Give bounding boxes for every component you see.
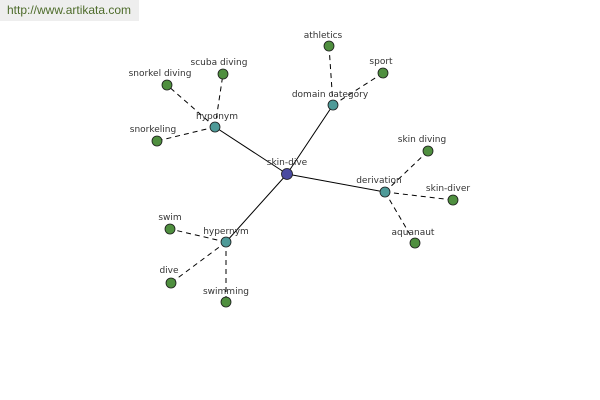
node-scuba-diving-dot[interactable] xyxy=(217,68,229,80)
node-domain-category-dot[interactable] xyxy=(327,99,339,111)
node-scuba-diving[interactable]: scuba diving xyxy=(191,58,248,80)
node-hyponym-dot[interactable] xyxy=(209,121,221,133)
edge-hyponym-to-snorkel-diving xyxy=(166,84,216,128)
edge-hypernym-to-swim xyxy=(169,228,227,243)
node-athletics-dot[interactable] xyxy=(323,40,335,52)
node-snorkel-diving-dot[interactable] xyxy=(161,79,173,91)
node-sport-label: sport xyxy=(369,57,393,67)
nodes-layer: skin-dive hyponym domain category derivatio… xyxy=(129,31,470,308)
node-skin-dive-dot[interactable] xyxy=(281,168,293,180)
node-swim[interactable]: swim xyxy=(158,213,182,235)
node-aquanaut-label: aquanaut xyxy=(392,228,435,238)
node-swim-label: swim xyxy=(158,213,181,223)
node-dive[interactable]: dive xyxy=(159,266,179,289)
node-hyponym[interactable]: hyponym xyxy=(196,112,238,133)
node-derivation-dot[interactable] xyxy=(379,186,391,198)
edge-hypernym-to-dive xyxy=(170,241,227,284)
edge-skin-dive-to-derivation xyxy=(286,173,386,193)
node-swim-dot[interactable] xyxy=(164,223,176,235)
edge-domain-category-to-athletics xyxy=(328,45,334,106)
node-hypernym-dot[interactable] xyxy=(220,236,232,248)
node-dive-label: dive xyxy=(159,266,179,276)
node-snorkeling-label: snorkeling xyxy=(130,125,176,135)
node-skin-diver-label: skin-diver xyxy=(426,184,470,194)
node-aquanaut[interactable]: aquanaut xyxy=(392,228,435,249)
node-swimming-dot[interactable] xyxy=(220,296,232,308)
node-snorkel-diving[interactable]: snorkel diving xyxy=(129,69,192,91)
node-dive-dot[interactable] xyxy=(165,277,177,289)
edge-domain-category-to-sport xyxy=(332,72,384,106)
node-swimming-label: swimming xyxy=(203,287,249,297)
node-domain-category[interactable]: domain category xyxy=(292,90,369,111)
edges-layer xyxy=(156,45,454,302)
node-skin-dive-label: skin-dive xyxy=(267,158,308,168)
node-hyponym-label: hyponym xyxy=(196,112,238,122)
node-skin-diving[interactable]: skin diving xyxy=(398,135,446,157)
edge-derivation-to-skin-diving xyxy=(384,150,429,193)
node-derivation[interactable]: derivation xyxy=(356,176,402,198)
edge-skin-dive-to-hyponym xyxy=(214,126,288,175)
node-skin-diver-dot[interactable] xyxy=(447,194,459,206)
node-domain-category-label: domain category xyxy=(292,90,369,100)
node-hypernym[interactable]: hypernym xyxy=(203,227,249,248)
node-sport-dot[interactable] xyxy=(377,67,389,79)
node-scuba-diving-label: scuba diving xyxy=(191,58,248,68)
node-skin-diving-dot[interactable] xyxy=(422,145,434,157)
edge-skin-dive-to-domain-category xyxy=(286,104,334,175)
node-swimming[interactable]: swimming xyxy=(203,287,249,308)
node-skin-diving-label: skin diving xyxy=(398,135,446,145)
node-athletics-label: athletics xyxy=(304,31,343,41)
node-skin-diver[interactable]: skin-diver xyxy=(426,184,470,206)
node-skin-dive[interactable]: skin-dive xyxy=(267,158,308,180)
node-aquanaut-dot[interactable] xyxy=(409,237,421,249)
node-derivation-label: derivation xyxy=(356,176,402,186)
node-snorkel-diving-label: snorkel diving xyxy=(129,69,192,79)
node-hypernym-label: hypernym xyxy=(203,227,249,237)
node-snorkeling-dot[interactable] xyxy=(151,135,163,147)
node-sport[interactable]: sport xyxy=(369,57,393,79)
edge-skin-dive-to-hypernym xyxy=(225,173,288,243)
site-url[interactable]: http://www.artikata.com xyxy=(0,0,139,21)
edge-derivation-to-aquanaut xyxy=(384,191,416,244)
edge-derivation-to-skin-diver xyxy=(384,191,454,201)
node-athletics[interactable]: athletics xyxy=(304,31,343,52)
edge-hyponym-to-snorkeling xyxy=(156,126,216,142)
node-snorkeling[interactable]: snorkeling xyxy=(130,125,176,147)
